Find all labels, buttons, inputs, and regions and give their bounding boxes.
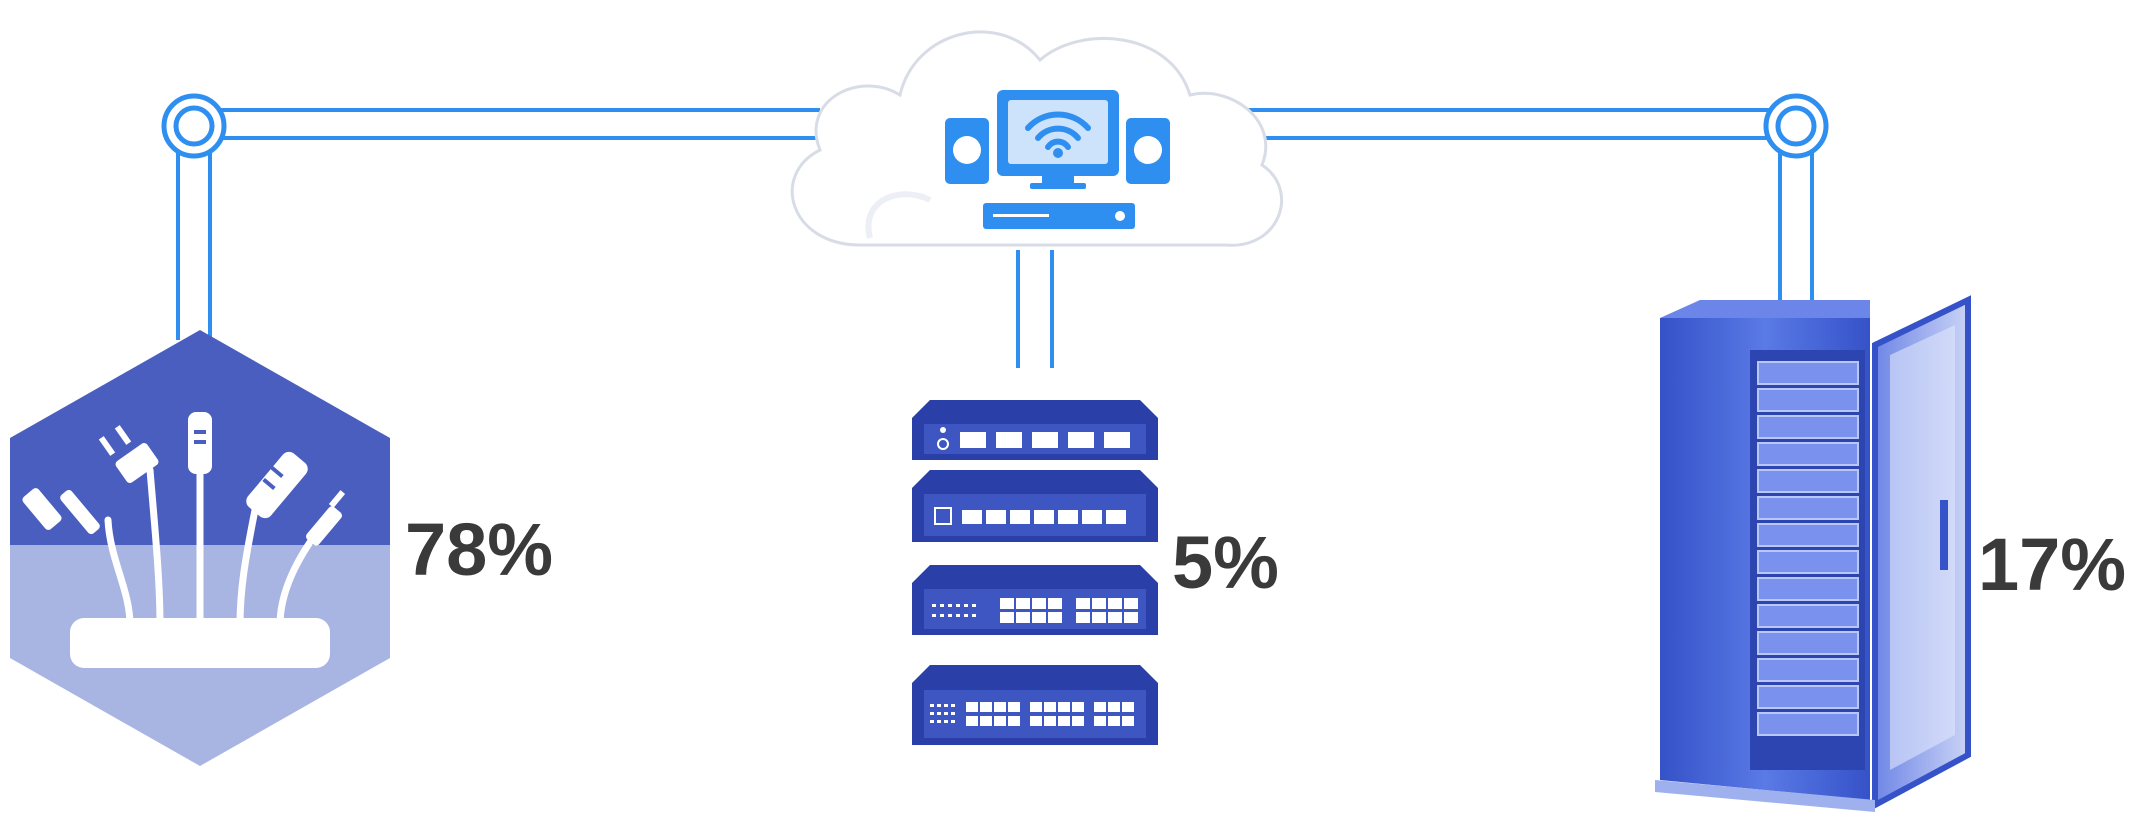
desktop-unit-icon bbox=[983, 203, 1135, 229]
rack-server-unit bbox=[1757, 361, 1859, 385]
rack-server-unit bbox=[1757, 415, 1859, 439]
rack-server-unit bbox=[1757, 685, 1859, 709]
rack-server-unit bbox=[1757, 712, 1859, 736]
rack-server-unit bbox=[1757, 577, 1859, 601]
rack-server-unit bbox=[1757, 604, 1859, 628]
cables-percent-label: 78% bbox=[405, 508, 553, 591]
server-rack-icon bbox=[1655, 295, 1971, 812]
switch-unit bbox=[912, 470, 1158, 542]
rack-server-unit bbox=[1757, 469, 1859, 493]
rack-server-unit bbox=[1757, 658, 1859, 682]
monitor-wifi-icon bbox=[997, 90, 1119, 189]
switch-unit bbox=[912, 565, 1158, 635]
rack-server-unit bbox=[1757, 496, 1859, 520]
left-joint-icon bbox=[161, 93, 227, 159]
rack-server-unit bbox=[1757, 550, 1859, 574]
switch-unit bbox=[912, 665, 1158, 745]
switches-percent-label: 5% bbox=[1172, 521, 1279, 604]
speaker-icon bbox=[945, 118, 1170, 184]
rack-server-unit bbox=[1757, 442, 1859, 466]
server-rack-percent-label: 17% bbox=[1978, 523, 2126, 606]
rack-server-unit bbox=[1757, 631, 1859, 655]
rack-server-unit bbox=[1757, 523, 1859, 547]
switch-unit bbox=[912, 400, 1158, 460]
cable-connectors-icon bbox=[10, 330, 390, 766]
network-switch-icon bbox=[912, 400, 1158, 745]
right-joint-icon bbox=[1763, 93, 1829, 159]
rack-server-unit bbox=[1757, 388, 1859, 412]
connection-lines bbox=[176, 108, 1814, 368]
